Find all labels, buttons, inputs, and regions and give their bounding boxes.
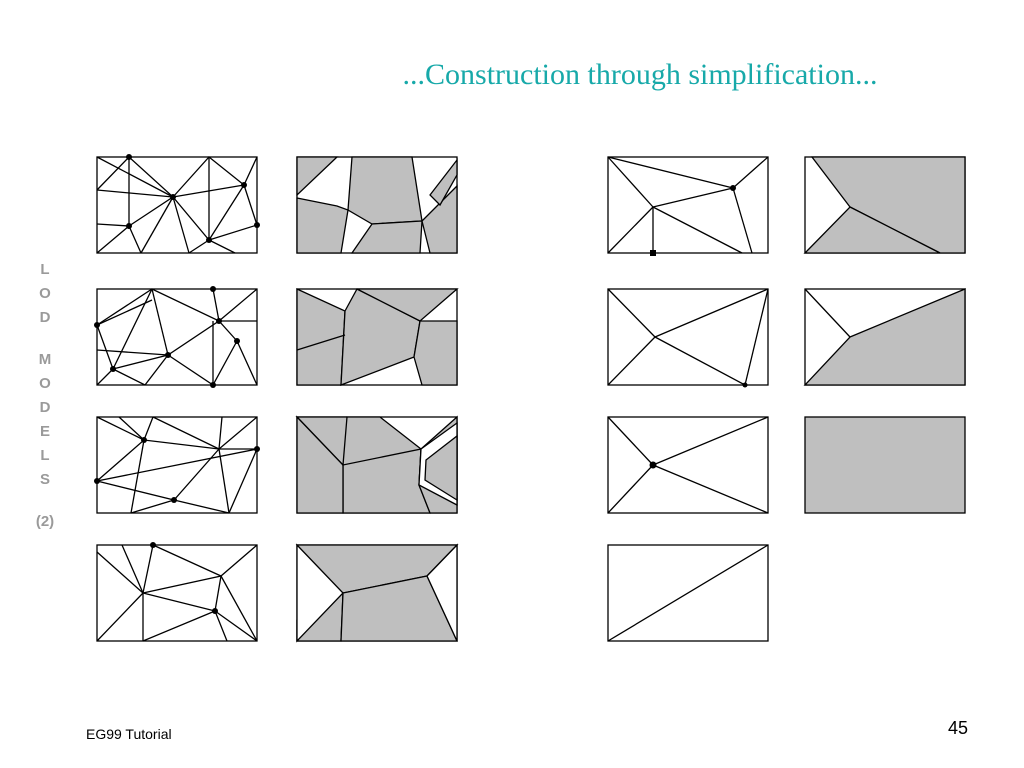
region-panel — [296, 156, 458, 254]
side-letter: L — [40, 447, 50, 464]
side-letter: E — [39, 423, 50, 440]
mesh-panel — [94, 416, 260, 514]
side-letter: L — [40, 261, 50, 278]
footer-text: EG99 Tutorial — [86, 726, 172, 742]
region-panel — [295, 543, 459, 643]
side-letter: M — [38, 351, 52, 368]
mesh-panel — [96, 542, 258, 642]
region-panel — [295, 415, 458, 514]
side-letter: O — [39, 375, 51, 392]
side-letter: D — [39, 309, 51, 326]
side-label: L O D M O D E L S (2) — [28, 258, 62, 534]
page-number: 45 — [948, 718, 969, 738]
side-letter: S — [39, 471, 50, 488]
side-letter: O — [39, 285, 51, 302]
region-panel — [803, 288, 966, 386]
region-panel — [804, 416, 966, 514]
mesh-panel — [94, 286, 258, 388]
mesh-panel — [607, 156, 769, 256]
region-panel — [803, 156, 966, 254]
mesh-panel — [96, 154, 260, 254]
mesh-panel — [607, 544, 769, 642]
mesh-panel — [607, 416, 769, 514]
mesh-panel — [607, 288, 769, 388]
slide-title: ...Construction through simplification..… — [402, 58, 878, 91]
side-letter: D — [39, 399, 51, 416]
side-number: (2) — [35, 513, 55, 530]
region-panel — [296, 287, 459, 386]
